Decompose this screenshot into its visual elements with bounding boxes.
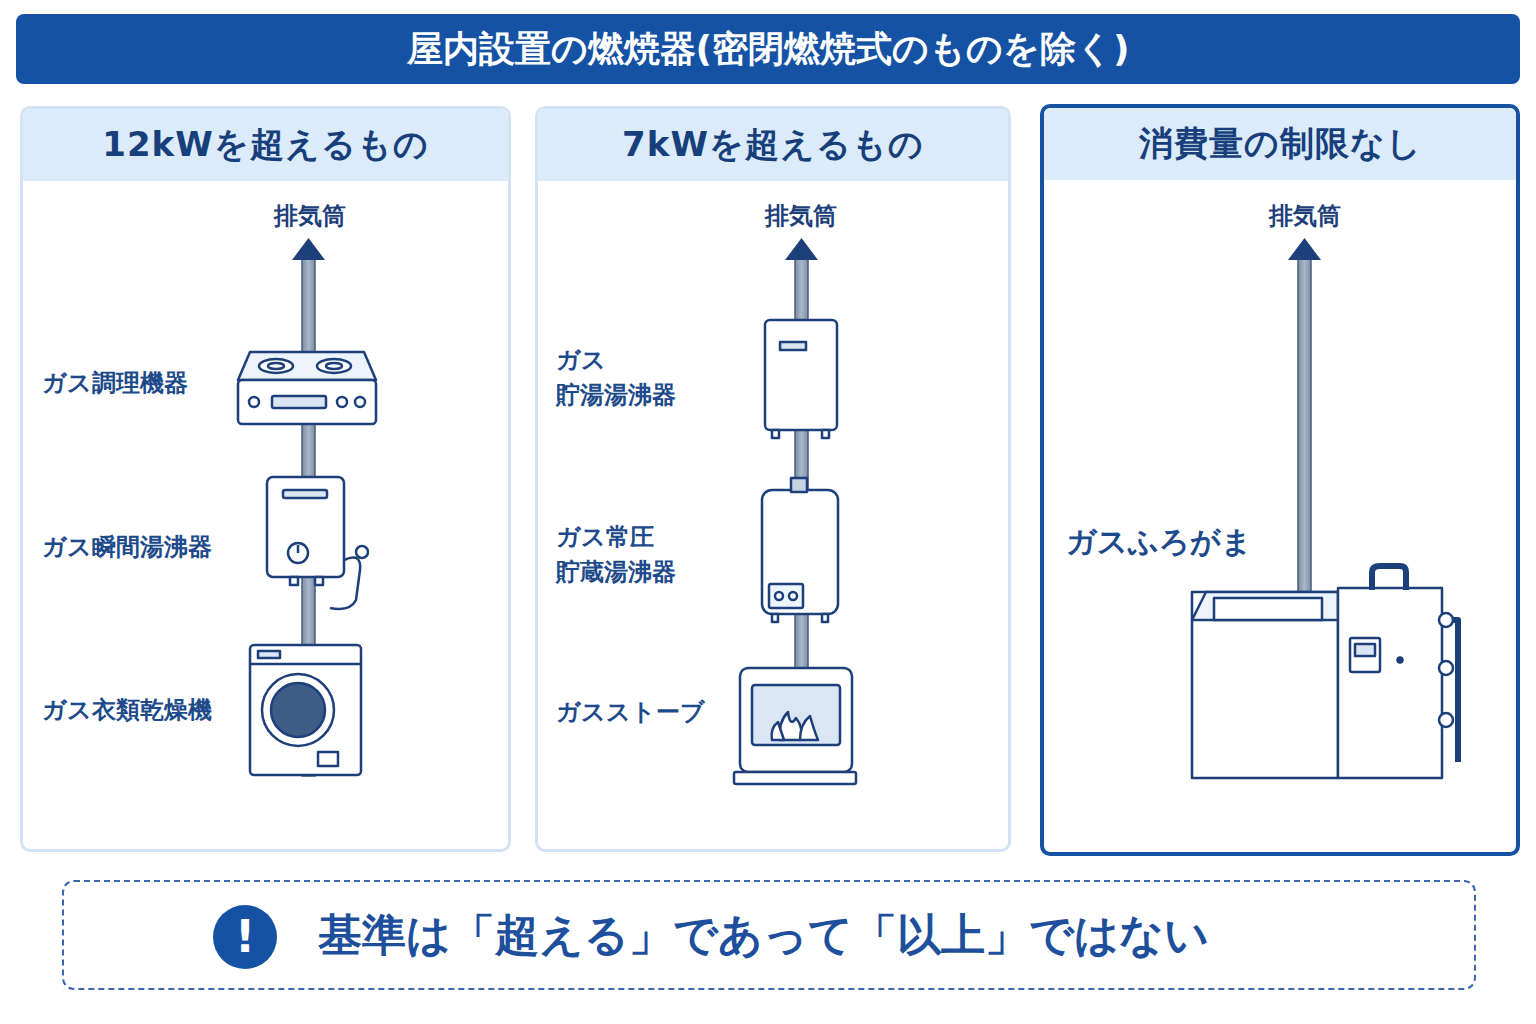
category-panel: 12kWを超えるもの bbox=[20, 106, 511, 852]
exhaust-pipe bbox=[292, 238, 1321, 776]
panel-header: 7kWを超えるもの bbox=[538, 109, 1008, 181]
panel-heading: 7kWを超えるもの bbox=[622, 122, 924, 168]
gas-heater bbox=[734, 668, 856, 784]
storage-water-heater bbox=[765, 320, 837, 438]
appliance-label: ガスストーブ bbox=[556, 695, 716, 730]
title-text: 屋内設置の燃焼器(密閉燃焼式のものを除く) bbox=[407, 25, 1130, 74]
warning-circle: ! bbox=[213, 905, 277, 969]
note-box: 基準は「超える」であって「以上」ではない! bbox=[62, 880, 1476, 990]
note-text-row: 基準は「超える」であって「以上」ではない bbox=[318, 882, 1464, 988]
panel-heading: 消費量の制限なし bbox=[1139, 121, 1422, 167]
appliance-label: ガス衣類乾燥機 bbox=[42, 693, 242, 728]
panel-header: 消費量の制限なし bbox=[1044, 108, 1516, 180]
note-text: 基準は「超える」であって「以上」ではない bbox=[318, 906, 1209, 965]
gas-dryer bbox=[250, 645, 361, 775]
warning-mark: ! bbox=[235, 915, 255, 959]
title-band: 屋内設置の燃焼器(密閉燃焼式のものを除く) bbox=[16, 14, 1520, 84]
pipe-label: 排気筒 bbox=[741, 200, 861, 232]
panel-header: 12kWを超えるもの bbox=[23, 109, 508, 181]
panel-heading: 12kWを超えるもの bbox=[102, 122, 428, 168]
appliance-label: ガス 貯湯湯沸器 bbox=[556, 343, 706, 413]
pipe-label: 排気筒 bbox=[250, 200, 370, 232]
gas-stove bbox=[238, 352, 376, 424]
appliance-label: ガスふろがま bbox=[1066, 520, 1281, 564]
appliance-label: ガス常圧 貯蔵湯沸器 bbox=[556, 520, 706, 590]
appliance-label: ガス瞬間湯沸器 bbox=[42, 530, 242, 565]
bath-boiler bbox=[1192, 566, 1458, 778]
pipe-label: 排気筒 bbox=[1245, 200, 1365, 232]
appliance-label: ガス調理機器 bbox=[42, 366, 222, 401]
instant-water-heater bbox=[267, 477, 368, 609]
tank-water-heater bbox=[762, 478, 838, 622]
